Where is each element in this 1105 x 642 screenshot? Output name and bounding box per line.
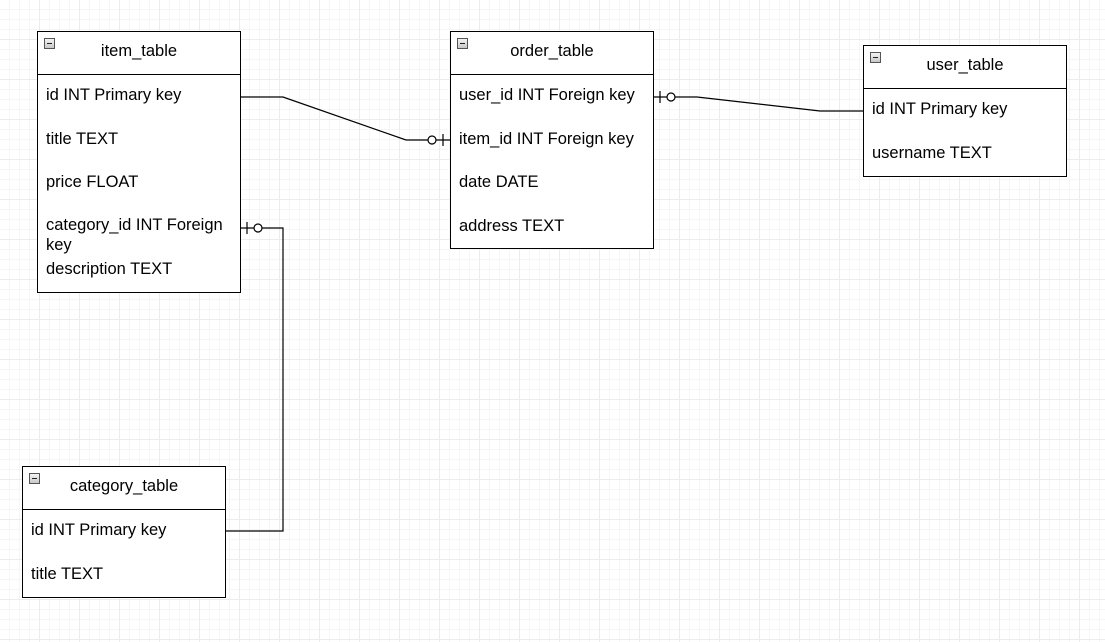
- entity-fields: id INT Primary key title TEXT: [23, 510, 225, 597]
- entity-header: user_table: [864, 46, 1066, 89]
- collapse-icon[interactable]: [870, 52, 881, 63]
- entity-title: item_table: [100, 42, 178, 60]
- entity-order-table[interactable]: order_table user_id INT Foreign key item…: [450, 31, 654, 249]
- entity-title: user_table: [926, 56, 1004, 74]
- collapse-icon[interactable]: [29, 473, 40, 484]
- connector-user-to-order[interactable]: [653, 96, 863, 112]
- entity-category-table[interactable]: category_table id INT Primary key title …: [22, 466, 226, 598]
- entity-title: order_table: [510, 42, 594, 60]
- field-row[interactable]: title TEXT: [46, 129, 119, 148]
- field-row[interactable]: id INT Primary key: [872, 100, 1008, 118]
- entity-header: item_table: [38, 32, 240, 75]
- entity-title: category_table: [69, 477, 179, 495]
- collapse-icon[interactable]: [44, 38, 55, 49]
- collapse-icon[interactable]: [457, 38, 468, 49]
- entity-header: category_table: [23, 467, 225, 510]
- zero-marker-item-category: [253, 223, 263, 233]
- field-row[interactable]: date DATE: [459, 173, 539, 191]
- entity-fields: id INT Primary key username TEXT: [864, 89, 1066, 176]
- field-row[interactable]: address TEXT: [459, 216, 565, 235]
- connector-item-to-order[interactable]: [240, 96, 450, 141]
- field-row[interactable]: price FLOAT: [46, 173, 139, 191]
- field-row[interactable]: item_id INT Foreign key: [459, 129, 634, 148]
- entity-user-table[interactable]: user_table id INT Primary key username T…: [863, 45, 1067, 177]
- field-row[interactable]: username TEXT: [872, 143, 992, 162]
- field-row[interactable]: title TEXT: [31, 564, 104, 583]
- entity-item-table[interactable]: item_table id INT Primary key title TEXT…: [37, 31, 241, 293]
- field-row[interactable]: description TEXT: [46, 260, 173, 278]
- field-row[interactable]: id INT Primary key: [31, 521, 167, 539]
- field-row[interactable]: category_id INT Foreign key: [46, 215, 223, 254]
- field-row[interactable]: id INT Primary key: [46, 86, 182, 104]
- entity-fields: user_id INT Foreign key item_id INT Fore…: [451, 75, 653, 249]
- zero-marker-order-item: [427, 135, 437, 145]
- entity-fields: id INT Primary key title TEXT price FLOA…: [38, 75, 240, 293]
- entity-header: order_table: [451, 32, 653, 75]
- field-row[interactable]: user_id INT Foreign key: [459, 86, 635, 104]
- zero-marker-order-user: [666, 92, 676, 102]
